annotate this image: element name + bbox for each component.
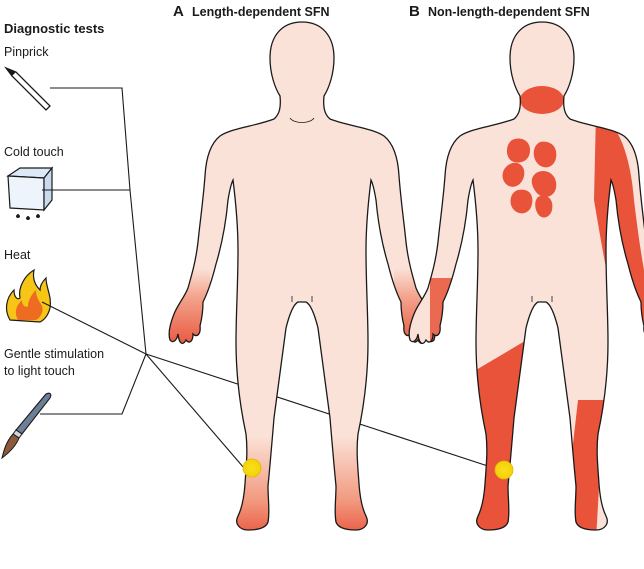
- affected-torso-patches-b: [502, 138, 557, 218]
- panel-a-title: Length-dependent SFN: [192, 5, 330, 19]
- panel-a: A Length-dependent SFN: [168, 3, 436, 531]
- panel-a-letter: A: [173, 3, 184, 20]
- heat-label: Heat: [4, 248, 31, 262]
- body-figure-b: [408, 21, 644, 531]
- panel-b: B Non-length-dependent SFN: [408, 3, 644, 531]
- test-point-a: [242, 458, 262, 478]
- light-touch-label-line-1: Gentle stimulation: [4, 347, 104, 361]
- pinprick-label: Pinprick: [4, 45, 49, 59]
- cold-touch-label: Cold touch: [4, 145, 64, 159]
- affected-chin-b: [520, 86, 564, 114]
- test-point-b: [494, 460, 514, 480]
- light-touch-label-line-2: to light touch: [4, 364, 75, 378]
- body-figure-a: [168, 21, 436, 531]
- panel-b-title: Non-length-dependent SFN: [428, 5, 590, 19]
- ice-cube-icon: [6, 166, 54, 220]
- connector-lines: [40, 87, 501, 471]
- paintbrush-icon: [1, 392, 52, 460]
- diagnostic-tests-panel: Diagnostic tests Pinprick Cold touch Hea…: [1, 21, 501, 471]
- flame-icon: [5, 268, 52, 323]
- panel-b-letter: B: [409, 3, 420, 20]
- pin-icon: [4, 66, 51, 111]
- diagnostic-tests-heading: Diagnostic tests: [4, 21, 104, 36]
